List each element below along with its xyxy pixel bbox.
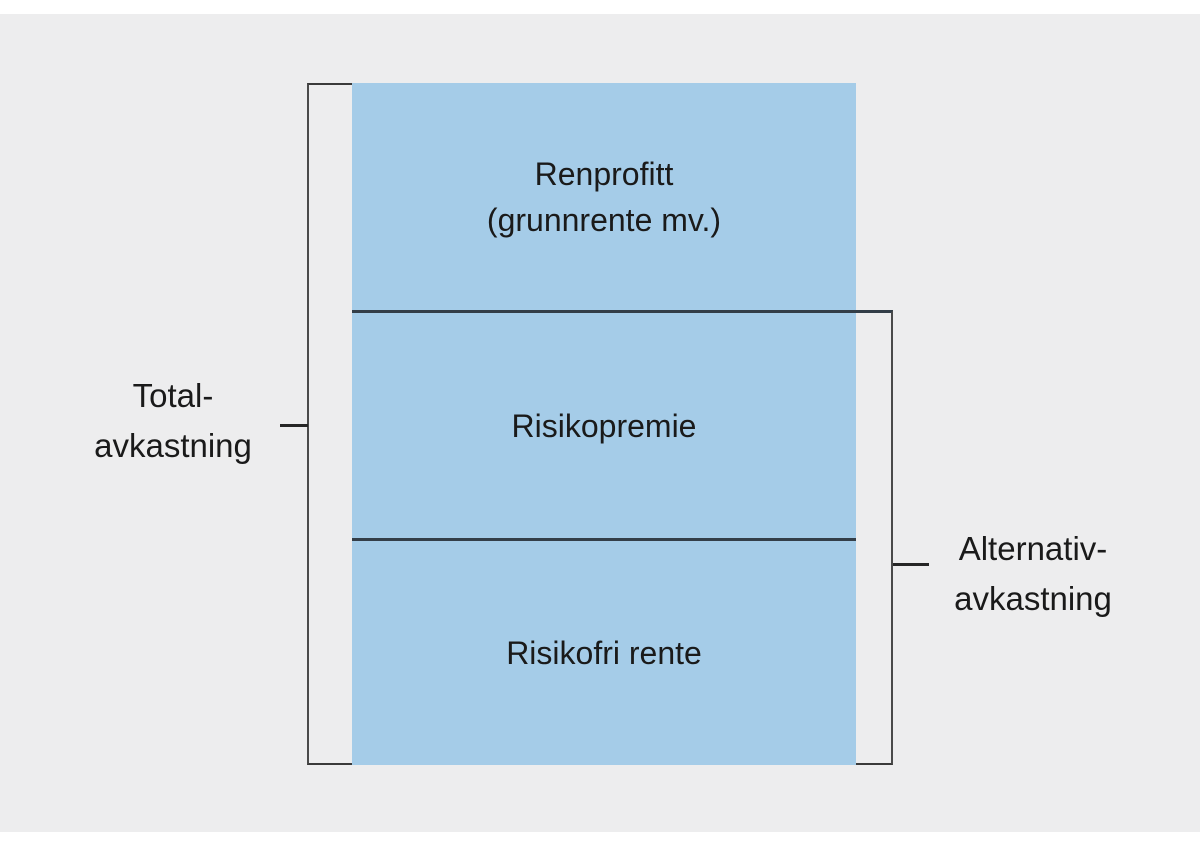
alternative-return-label-line1: Alternativ-	[958, 530, 1108, 567]
alternative-return-label: Alternativ- avkastning	[923, 524, 1143, 624]
section-risikofri-rente: Risikofri rente	[352, 541, 856, 765]
total-return-label-line1: Total-	[132, 377, 214, 414]
divider-renprofitt-risikopremie	[352, 310, 856, 313]
alternative-return-label-line2: avkastning	[954, 580, 1112, 617]
section-risikopremie: Risikopremie	[352, 313, 856, 538]
total-return-bracket	[307, 83, 352, 765]
total-return-bracket-tick	[280, 424, 308, 427]
section-risikopremie-label: Risikopremie	[511, 407, 697, 444]
section-renprofitt: Renprofitt (grunnrente mv.)	[352, 83, 856, 310]
section-risikofri-rente-label: Risikofri rente	[506, 635, 702, 671]
divider-risikopremie-risikofri	[352, 538, 856, 541]
return-components-stack: Renprofitt (grunnrente mv.) Risikopremie…	[352, 83, 856, 765]
alternative-return-bracket-tick	[893, 563, 929, 566]
total-return-label-line2: avkastning	[94, 427, 252, 464]
total-return-label: Total- avkastning	[53, 371, 293, 471]
alternative-return-bracket	[856, 310, 893, 765]
section-renprofitt-label-line2: (grunnrente mv.)	[486, 201, 722, 238]
section-renprofitt-label: Renprofitt (grunnrente mv.)	[487, 151, 721, 243]
section-renprofitt-label-line1: Renprofitt	[534, 155, 674, 192]
